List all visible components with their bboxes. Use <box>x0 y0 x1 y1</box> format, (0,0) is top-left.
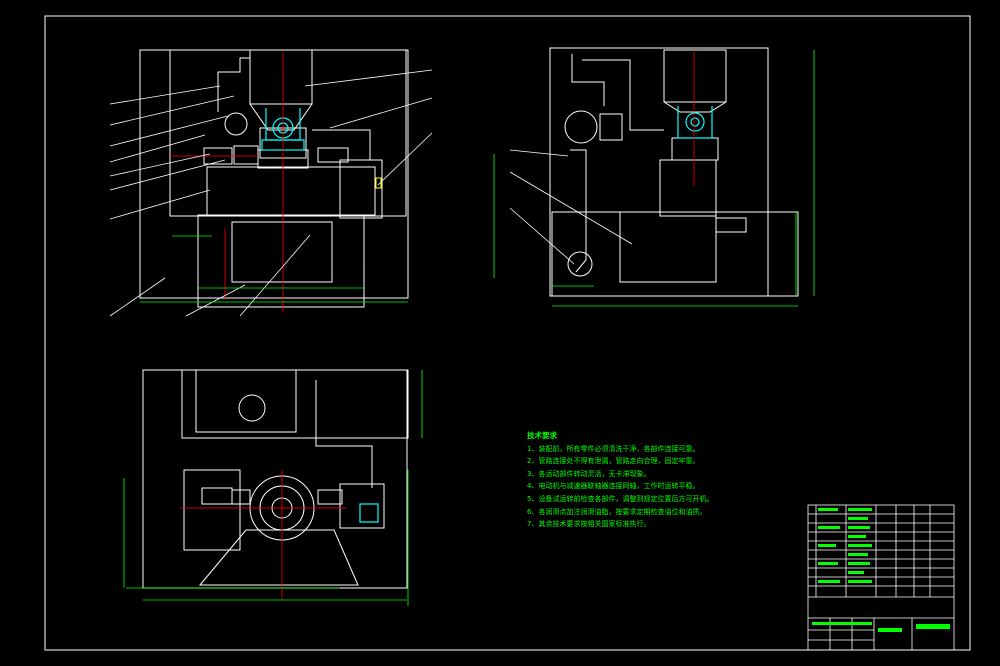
technical-note-6: 6、各润滑点加注润滑油脂，按要求定期检查油位和油质。 <box>527 507 707 516</box>
technical-note-5: 5、设备试运转前检查各部件，调整到规定位置后方可开机。 <box>527 494 714 503</box>
front-view-leaders <box>109 69 433 317</box>
technical-notes-heading: 技术要求 <box>527 431 557 440</box>
technical-note-3: 3、各运动部件转动灵活，无卡滞现象。 <box>527 469 651 478</box>
technical-note-4: 4、电动机与减速器联轴器连接同轴，工作时运转平稳。 <box>527 482 700 491</box>
side-view <box>549 47 799 297</box>
front-view <box>139 49 409 308</box>
technical-note-7: 7、其余技术要求按相关国家标准执行。 <box>527 520 651 529</box>
top-view <box>142 369 409 589</box>
sheet-border <box>44 15 971 651</box>
technical-note-1: 1、装配前，所有零件必须清洗干净，各部件连接可靠。 <box>527 444 700 453</box>
technical-notes: 技术要求 1、装配前，所有零件必须清洗干净，各部件连接可靠。 2、管路连接处不得… <box>527 430 797 531</box>
title-block <box>807 504 955 651</box>
technical-note-2: 2、管路连接处不得有泄漏，管路走向合理，固定牢靠。 <box>527 457 700 466</box>
